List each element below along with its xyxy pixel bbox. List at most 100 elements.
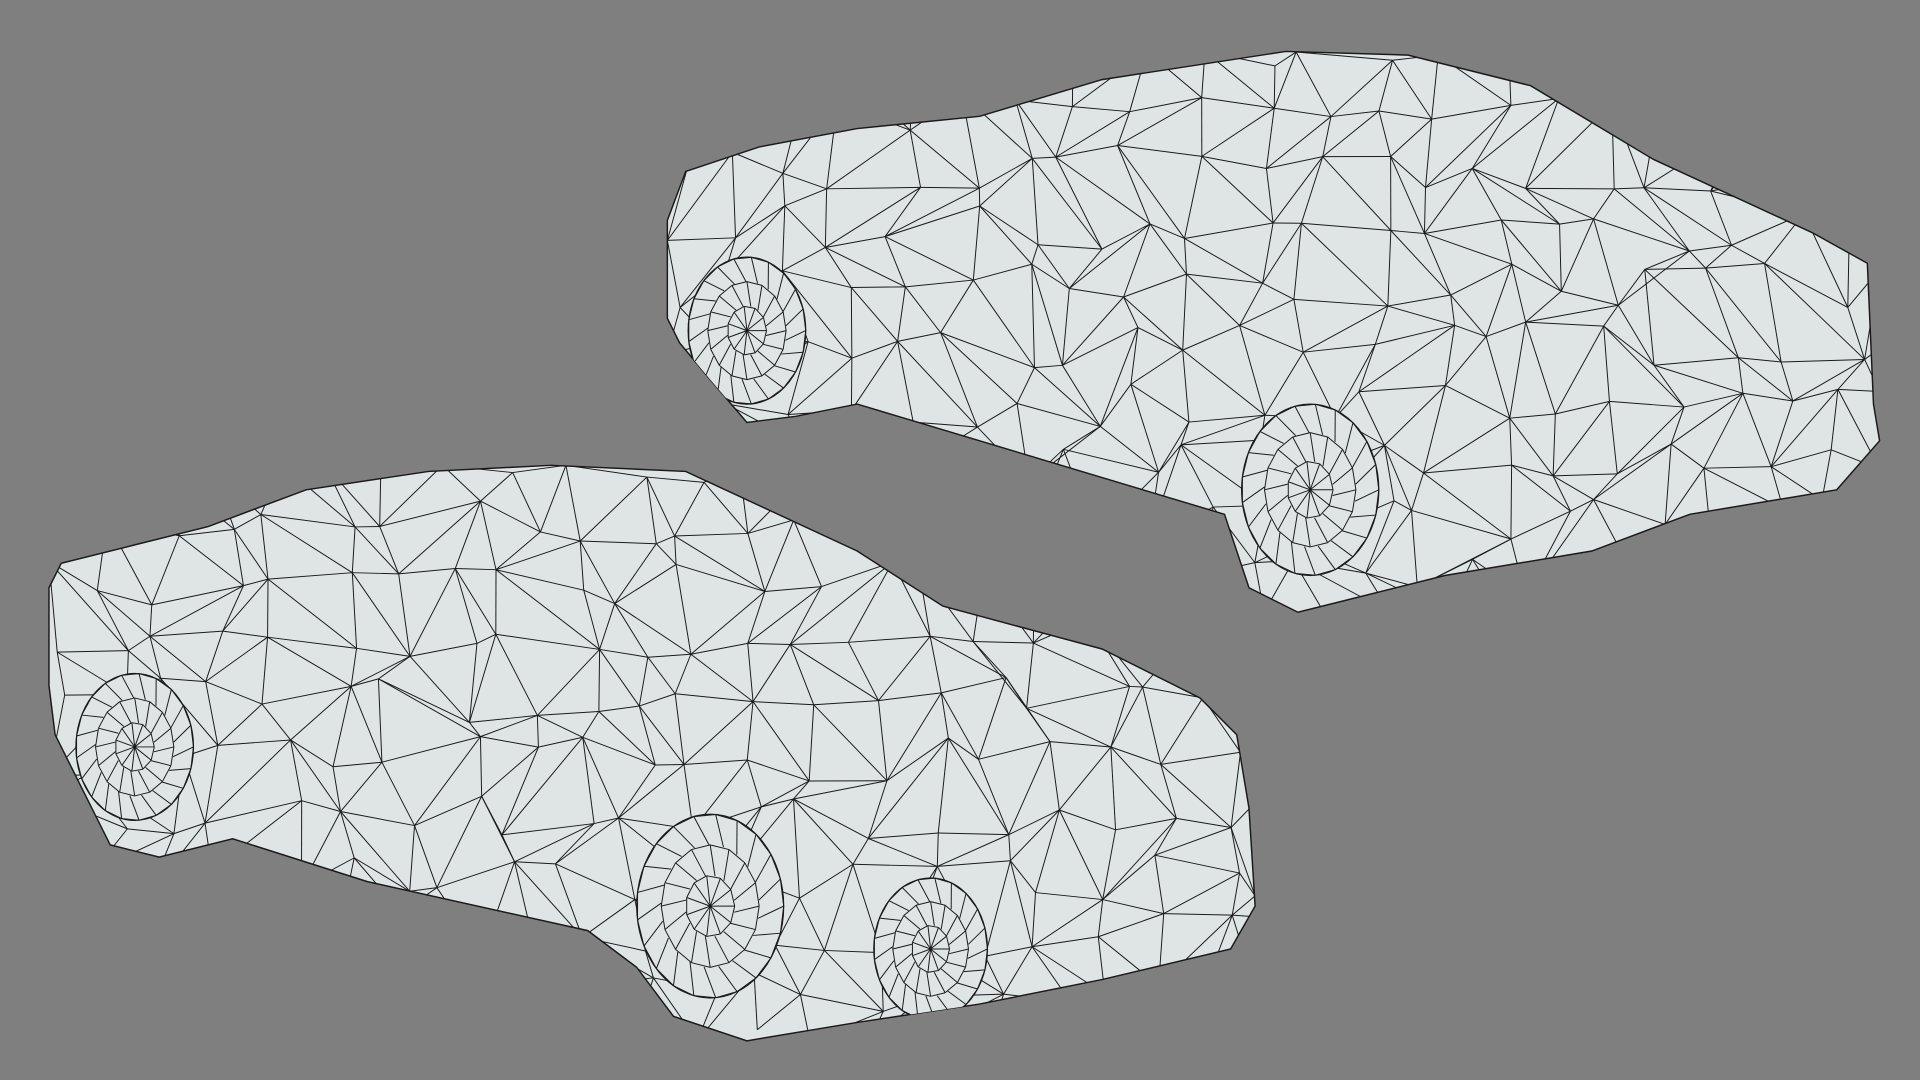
mesh-edge [1264, 351, 1304, 416]
mesh-edge [1315, 569, 1336, 576]
mesh-edge [646, 477, 657, 544]
mesh-edge [1265, 168, 1274, 224]
mesh-edge [1026, 642, 1034, 709]
mesh-edge [733, 348, 745, 356]
mesh-edge [398, 500, 481, 575]
mesh-edge [476, 979, 531, 996]
mesh-edge [755, 834, 772, 855]
mesh-edge [924, 483, 934, 516]
mesh-edge [1177, 566, 1189, 645]
mesh-edge [1847, 307, 1866, 360]
mesh-edge [1837, 388, 1880, 392]
mesh-edge [793, 465, 816, 521]
mesh-edge [1329, 505, 1353, 513]
mesh-edge [454, 568, 497, 635]
mesh-edge [934, 877, 952, 884]
mesh-edge [1322, 436, 1329, 467]
mesh-edge [746, 759, 762, 808]
mesh-edge [903, 982, 917, 994]
mesh-edge [468, 643, 478, 723]
mesh-edge [119, 791, 135, 797]
mesh-edge [703, 482, 749, 534]
mesh-edge [674, 532, 748, 537]
mesh-edge [1319, 504, 1330, 517]
mesh-edge [1259, 519, 1272, 549]
mesh-edge [1265, 108, 1275, 169]
mesh-edge [1070, 993, 1106, 1003]
mesh-edge [201, 936, 205, 990]
mesh-edge [1137, 327, 1183, 351]
mesh-edge [1358, 384, 1446, 393]
mesh-edge [454, 568, 478, 644]
mesh-edge [873, 959, 880, 980]
mesh-edge [1259, 415, 1277, 432]
mesh-edge [1344, 422, 1354, 454]
mesh-edge [710, 334, 729, 350]
mesh-edge [128, 635, 151, 652]
mesh-edge [686, 882, 695, 898]
mesh-edge [851, 340, 898, 359]
mesh-edge [892, 930, 897, 950]
mesh-edge [937, 860, 1011, 867]
mesh-edge [912, 948, 931, 957]
mesh-edge [468, 634, 497, 723]
mesh-edge [762, 330, 768, 344]
mesh-edge [1859, 566, 1867, 613]
mesh-edge [915, 901, 931, 906]
mesh-edge [768, 387, 784, 400]
mesh-edge [1471, 98, 1560, 169]
mesh-edge [835, 62, 911, 131]
mesh-edge [884, 187, 980, 238]
mesh-edge [667, 399, 719, 472]
mesh-edge [647, 653, 691, 658]
mesh-edge [1088, 618, 1179, 646]
mesh-edge [1504, 595, 1526, 613]
mesh-edge [378, 678, 481, 738]
mesh-edge [1378, 110, 1392, 157]
mesh-edge [733, 401, 752, 405]
mesh-edge [1765, 105, 1824, 126]
mesh-edge [95, 741, 116, 748]
mesh-edge [686, 914, 695, 930]
mesh-edge [1240, 743, 1256, 753]
mesh-edge [201, 933, 263, 938]
mesh-edge [1375, 464, 1380, 490]
mesh-edge [1160, 764, 1232, 828]
mesh-edge [965, 930, 969, 950]
mesh-edge [937, 834, 1009, 867]
mesh-edge [709, 878, 721, 907]
mesh-edge [730, 862, 746, 890]
mesh-edge [1424, 168, 1473, 234]
mesh-edge [673, 985, 695, 997]
mesh-edge [1315, 403, 1336, 411]
mesh-edge [1558, 98, 1612, 104]
mesh-edge [951, 882, 967, 894]
mesh-edge [787, 357, 853, 415]
mesh-edge [1374, 305, 1389, 345]
mesh-edge [1322, 116, 1332, 157]
mesh-edge [1593, 188, 1615, 220]
mesh-edge [76, 744, 96, 759]
mesh-edge [150, 760, 172, 767]
mesh-edge [912, 941, 931, 950]
mesh-edge [787, 341, 809, 415]
mesh-edge [730, 922, 756, 931]
mesh-edge [1197, 506, 1214, 576]
mesh-edge [130, 770, 136, 796]
mesh-edge [76, 729, 99, 737]
mesh-edge [667, 240, 681, 308]
mesh-edge [1120, 521, 1145, 540]
mesh-edge [837, 102, 911, 131]
mesh-edge [1616, 406, 1685, 475]
mesh-edge [728, 949, 746, 964]
mesh-edge [1322, 513, 1343, 531]
mesh-edge [1182, 274, 1187, 351]
mesh-edge [789, 644, 815, 705]
mesh-edge [1275, 532, 1281, 565]
mesh-edge [1099, 327, 1139, 427]
mesh-edge [579, 476, 648, 542]
mesh-edge [660, 882, 666, 907]
mesh-edge [1472, 168, 1526, 189]
mesh-edge [1063, 448, 1159, 473]
mesh-edge [783, 371, 796, 389]
